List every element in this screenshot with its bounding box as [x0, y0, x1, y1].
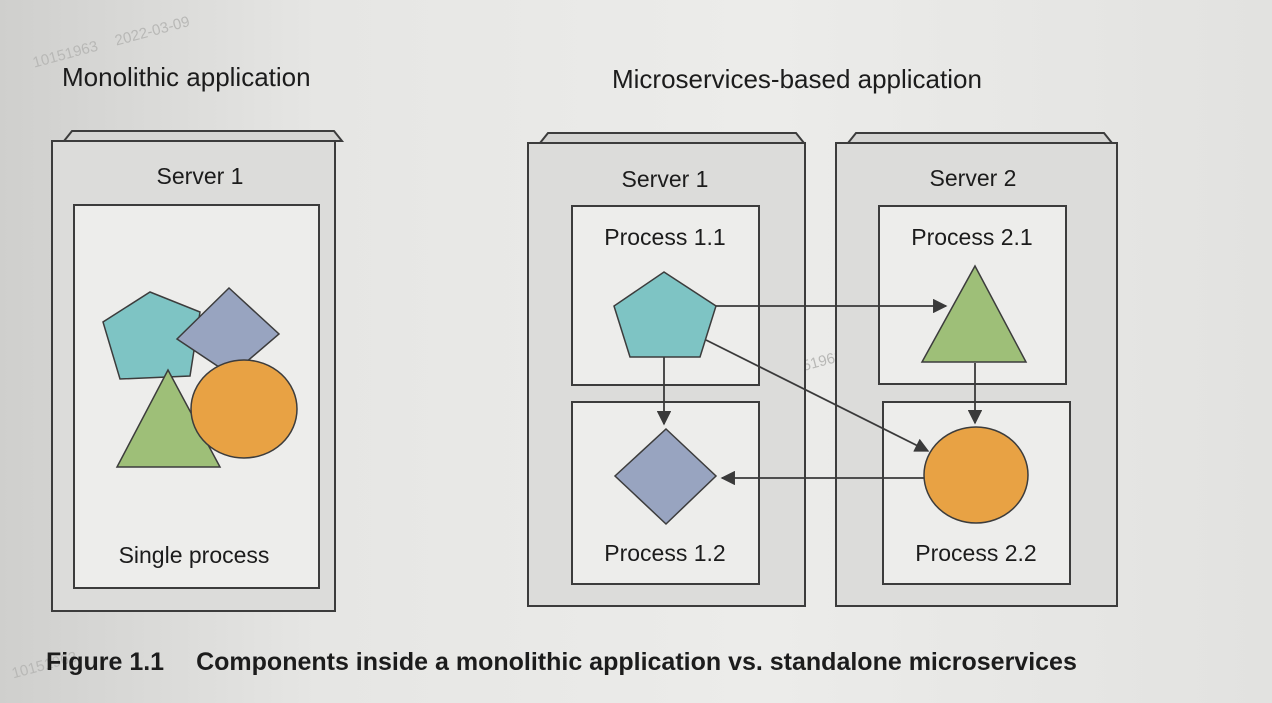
microservices-title: Microservices-based application	[612, 64, 982, 94]
monolithic-title: Monolithic application	[62, 62, 311, 92]
diamond-component	[613, 427, 718, 526]
triangle-component	[920, 264, 1028, 363]
component-cluster	[102, 286, 298, 468]
process-label: Single process	[119, 542, 270, 568]
process-1-2-label: Process 1.2	[604, 540, 725, 566]
figure-text: Components inside a monolithic applicati…	[196, 648, 1077, 676]
pentagon-component	[102, 291, 201, 380]
process-2-2-label: Process 2.2	[915, 540, 1036, 566]
circle-component	[923, 426, 1029, 524]
pentagon-component	[613, 271, 717, 358]
server-label: Server 1	[622, 166, 709, 192]
figure-number: Figure 1.1	[46, 648, 164, 676]
server-lid	[845, 132, 1115, 144]
process-1-1-label: Process 1.1	[604, 224, 725, 250]
server-lid	[61, 130, 345, 142]
figure-caption: Figure 1.1 Components inside a monolithic…	[46, 648, 1077, 676]
micro-server-1: Server 1 Process 1.1 Process 1.2	[527, 132, 807, 607]
connectors	[656, 298, 983, 486]
micro-server-2: Server 2 Process 2.1 Process 2.2	[835, 132, 1118, 607]
server-lid	[537, 132, 807, 144]
watermark-date: 2022-03-09	[113, 13, 192, 49]
server-label: Server 1	[157, 163, 244, 189]
process-2-1-label: Process 2.1	[911, 224, 1032, 250]
arrow-pentagon-to-circle	[705, 339, 930, 452]
server-label: Server 2	[930, 165, 1017, 191]
monolithic-server: Server 1 Single process	[51, 130, 345, 612]
circle-component	[190, 359, 298, 459]
